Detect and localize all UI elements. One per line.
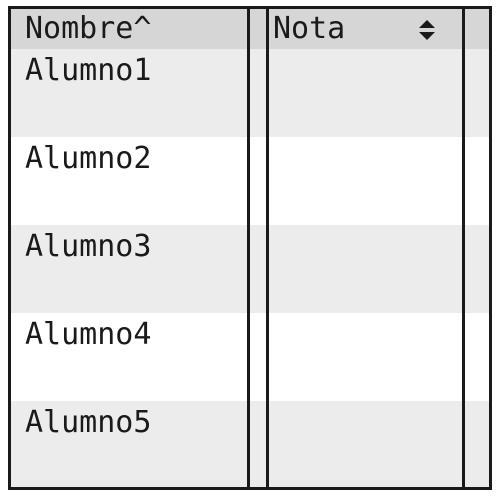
sort-updown-icon[interactable] (417, 19, 437, 41)
table-row[interactable]: Alumno2 (11, 137, 489, 225)
column-header-nombre[interactable]: Nombre^ (25, 11, 152, 46)
column-divider (266, 9, 269, 487)
students-table: Nombre^ Nota Alumno1 Alumno2 Alumno3 Alu… (8, 6, 492, 490)
table-row[interactable]: Alumno1 (11, 49, 489, 137)
table-row[interactable]: Alumno4 (11, 313, 489, 401)
table-row[interactable]: Alumno5 (11, 401, 489, 487)
cell-nombre: Alumno2 (25, 141, 152, 176)
column-divider (462, 9, 465, 487)
cell-nombre: Alumno1 (25, 53, 152, 88)
table-header: Nombre^ Nota (11, 9, 489, 49)
cell-nombre: Alumno4 (25, 317, 152, 352)
column-header-nota[interactable]: Nota (273, 11, 346, 46)
table-row[interactable]: Alumno3 (11, 225, 489, 313)
cell-nombre: Alumno5 (25, 405, 152, 440)
column-divider (247, 9, 250, 487)
cell-nombre: Alumno3 (25, 229, 152, 264)
